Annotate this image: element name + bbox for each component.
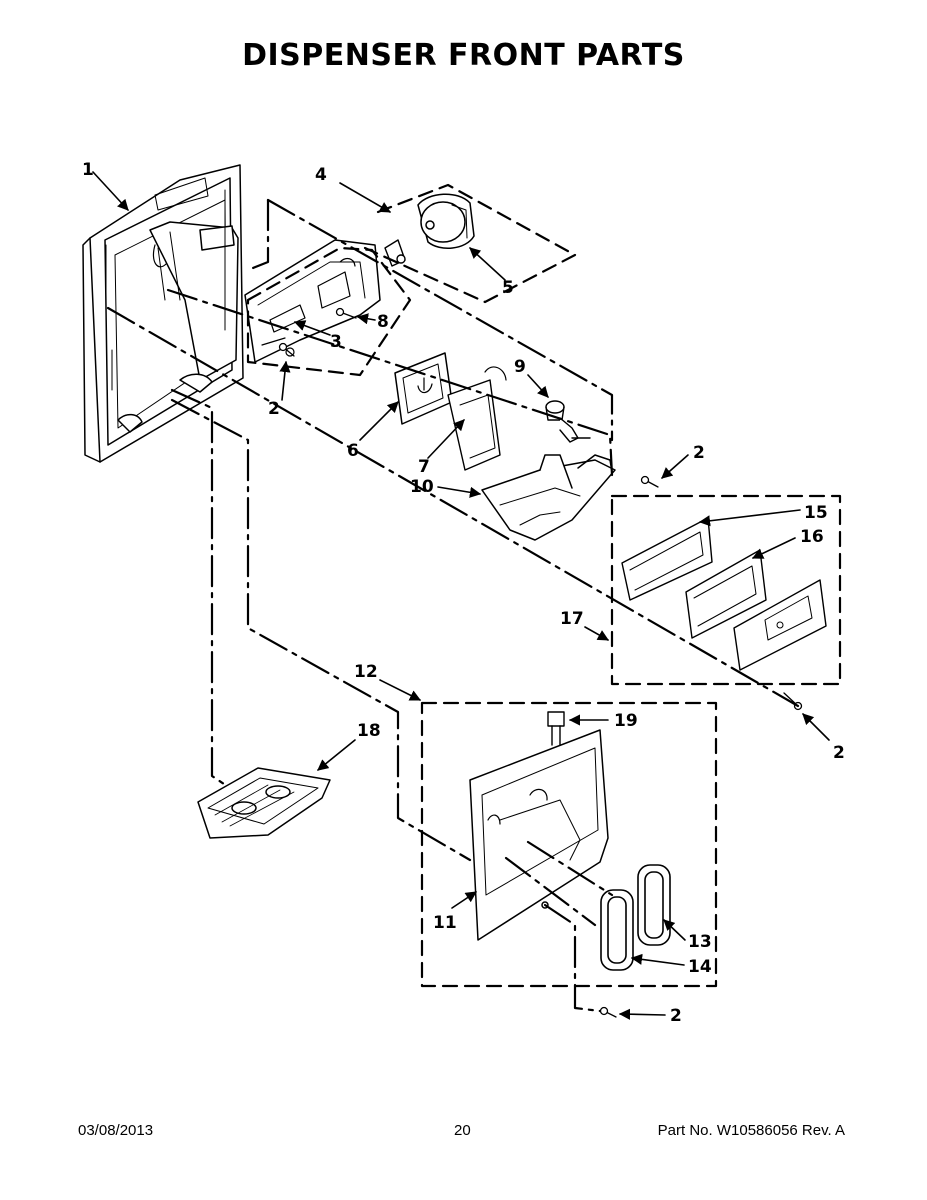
leader-lines bbox=[92, 171, 830, 1020]
part-5-motor bbox=[417, 193, 475, 249]
callout-2-left: 2 bbox=[268, 399, 280, 419]
callout-8: 8 bbox=[377, 312, 389, 332]
callout-4: 4 bbox=[315, 165, 327, 185]
callout-15: 15 bbox=[804, 503, 828, 523]
screw-2-bottom bbox=[599, 1006, 617, 1018]
part-15-bracket bbox=[621, 517, 713, 601]
part-9-fitting bbox=[545, 400, 591, 443]
part-8-screw bbox=[335, 307, 357, 319]
callout-3: 3 bbox=[330, 332, 342, 352]
part-14-paddle bbox=[600, 889, 634, 971]
callout-2-top: 2 bbox=[693, 443, 705, 463]
callout-10: 10 bbox=[410, 477, 434, 497]
callout-1: 1 bbox=[82, 160, 94, 180]
callout-2-right: 2 bbox=[833, 743, 845, 763]
part-12-outline bbox=[420, 701, 718, 988]
part-17-display-module bbox=[733, 579, 827, 671]
screw-2-top bbox=[640, 475, 659, 488]
part-19-switch bbox=[547, 711, 565, 746]
part-3-outline bbox=[246, 246, 412, 377]
part-18-drip-tray bbox=[197, 767, 331, 839]
part-11-frame bbox=[469, 729, 609, 941]
footer-part-number: Part No. W10586056 Rev. A bbox=[657, 1122, 845, 1139]
callout-12: 12 bbox=[354, 662, 378, 682]
screw-2-left bbox=[278, 342, 295, 357]
footer-page-number: 20 bbox=[454, 1122, 471, 1139]
part-17-outline bbox=[610, 494, 842, 686]
screw-2-right bbox=[783, 692, 803, 711]
part-13-paddle bbox=[637, 864, 671, 946]
part-1-dispenser-housing bbox=[82, 164, 244, 463]
callout-11: 11 bbox=[433, 913, 457, 933]
part-7-lever bbox=[447, 366, 507, 471]
callout-17: 17 bbox=[560, 609, 584, 629]
assembly-lines bbox=[106, 198, 800, 1013]
part-6-dispenser-pad bbox=[394, 352, 453, 425]
callout-14: 14 bbox=[688, 957, 712, 977]
callout-13: 13 bbox=[688, 932, 712, 952]
page-title: DISPENSER FRONT PARTS bbox=[242, 38, 685, 73]
part-3-bracket-assembly bbox=[244, 239, 381, 363]
callout-6: 6 bbox=[347, 441, 359, 461]
callout-16: 16 bbox=[800, 527, 824, 547]
callout-7: 7 bbox=[418, 457, 430, 477]
part-16-board bbox=[685, 549, 767, 639]
callout-19: 19 bbox=[614, 711, 638, 731]
callout-9: 9 bbox=[514, 357, 526, 377]
footer-date: 03/08/2013 bbox=[78, 1122, 154, 1139]
callout-2-bottom: 2 bbox=[670, 1006, 682, 1026]
callout-18: 18 bbox=[357, 721, 381, 741]
part-4-outline bbox=[363, 183, 577, 304]
callout-5: 5 bbox=[502, 278, 514, 298]
callout-labels: 1 4 5 8 3 2 9 6 7 10 2 15 16 17 12 18 19… bbox=[82, 160, 845, 1026]
part-10-chute bbox=[481, 454, 616, 541]
